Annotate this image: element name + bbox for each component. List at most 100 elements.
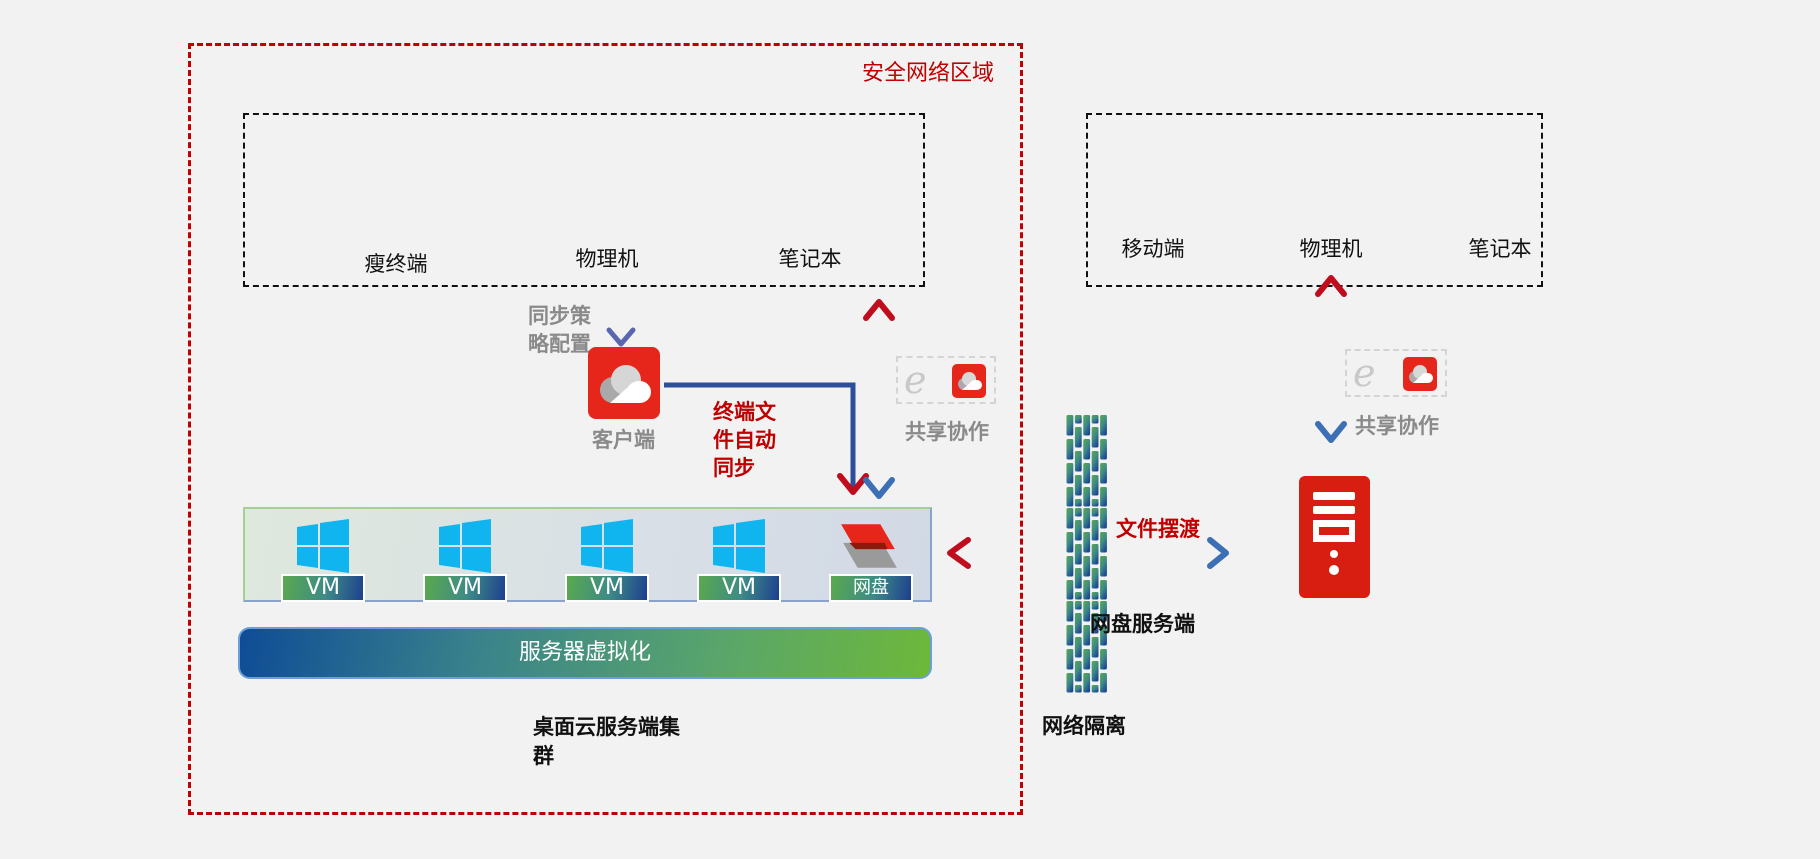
netdisk-server-label: 网盘服务端 [1090, 612, 1195, 636]
firewall-brick [1066, 601, 1074, 622]
firewall-brick [1074, 451, 1082, 472]
netdisk-label: 网盘 [829, 574, 913, 602]
vm-label: VM [423, 574, 507, 602]
secure-network-zone [188, 43, 1023, 815]
firewall-brick [1091, 568, 1099, 589]
vm-item[interactable]: VM [697, 515, 781, 602]
firewall-brick [1091, 427, 1099, 448]
vm-cluster: VM VM VM VM 网盘 [243, 507, 932, 602]
firewall-brick [1091, 613, 1099, 634]
firewall-brick [1100, 532, 1107, 553]
file-ferry-label: 文件摆渡 [1116, 517, 1200, 541]
firewall-brick [1100, 487, 1107, 507]
firewall-brick [1083, 673, 1091, 693]
secure-zone-label: 安全网络区域 [862, 61, 995, 86]
device-laptop-external: 笔记本 [1468, 237, 1532, 261]
firewall-brick [1083, 556, 1091, 577]
firewall-brick [1083, 508, 1091, 529]
device-physical-machine-external: 物理机 [1299, 237, 1363, 261]
firewall-brick [1100, 673, 1107, 693]
firewall-brick [1074, 601, 1082, 610]
firewall-brick [1083, 601, 1091, 622]
cloud-app-icon[interactable] [588, 347, 660, 419]
firewall-brick [1100, 439, 1107, 460]
firewall-brick [1074, 475, 1082, 496]
file-sync-arrow [664, 382, 869, 495]
firewall-brick [1083, 625, 1091, 646]
firewall-brick [1066, 532, 1074, 553]
cloud-app-icon [1403, 357, 1437, 391]
firewall-brick [1066, 625, 1074, 646]
ie-browser-icon: e [904, 358, 927, 402]
sync-label-line3: 同步 [713, 456, 755, 480]
share-collab-box-left: e [896, 356, 996, 404]
firewall-brick [1091, 637, 1099, 658]
policy-label-line2: 略配置 [528, 332, 591, 356]
firewall-brick [1074, 415, 1082, 424]
share-collab-box-right: e [1345, 349, 1447, 397]
netdisk-icon [841, 524, 897, 568]
firewall-brick [1066, 487, 1074, 507]
firewall-brick [1083, 463, 1091, 484]
ie-browser-icon: e [1353, 351, 1376, 395]
vm-label: VM [281, 574, 365, 602]
server-virtualization-bar: 服务器虚拟化 [238, 627, 932, 679]
vm-label: VM [697, 574, 781, 602]
firewall-brick [1083, 649, 1091, 670]
firewall-brick [1100, 649, 1107, 670]
vm-item[interactable]: VM [281, 515, 365, 602]
firewall-brick [1074, 427, 1082, 448]
firewall-brick [1100, 601, 1107, 622]
vm-label: VM [565, 574, 649, 602]
firewall-brick [1091, 508, 1099, 517]
client-label: 客户端 [592, 428, 655, 452]
firewall-brick [1100, 463, 1107, 484]
share-collab-label-left: 共享协作 [905, 420, 989, 444]
firewall-brick [1100, 580, 1107, 600]
share-bidirectional-arrow-left [863, 299, 895, 499]
firewall-brick [1091, 544, 1099, 565]
firewall-brick [1091, 520, 1099, 541]
firewall-brick [1074, 544, 1082, 565]
firewall-brick [1091, 601, 1099, 610]
firewall-brick [1091, 592, 1099, 600]
firewall-brick [1074, 508, 1082, 517]
firewall-brick [1066, 508, 1074, 529]
windows-icon [297, 519, 349, 573]
sync-label-line2: 件自动 [713, 428, 776, 452]
network-isolation-label: 网络隔离 [1042, 714, 1126, 738]
firewall-brick [1074, 520, 1082, 541]
share-bidirectional-arrow-right [1315, 275, 1347, 443]
firewall-brick [1074, 661, 1082, 682]
firewall-brick [1091, 415, 1099, 424]
device-physical-machine: 物理机 [575, 247, 639, 271]
firewall-brick [1066, 463, 1074, 484]
firewall-brick [1100, 508, 1107, 529]
firewall-brick [1091, 499, 1099, 507]
file-ferry-arrow [947, 537, 1229, 569]
firewall-icon [1066, 415, 1108, 695]
firewall-brick [1074, 592, 1082, 600]
firewall-brick [1083, 439, 1091, 460]
firewall-brick [1066, 556, 1074, 577]
firewall-brick [1091, 451, 1099, 472]
firewall-brick [1100, 625, 1107, 646]
policy-label-line1: 同步策 [528, 304, 591, 328]
firewall-brick [1074, 613, 1082, 634]
netdisk-item[interactable]: 网盘 [829, 515, 913, 602]
firewall-brick [1083, 415, 1091, 436]
firewall-brick [1091, 661, 1099, 682]
firewall-brick [1066, 439, 1074, 460]
server-icon[interactable] [1299, 476, 1370, 598]
vm-item[interactable]: VM [423, 515, 507, 602]
firewall-brick [1066, 415, 1074, 436]
device-laptop: 笔记本 [778, 247, 842, 271]
firewall-brick [1100, 556, 1107, 577]
firewall-brick [1091, 685, 1099, 693]
vm-item[interactable]: VM [565, 515, 649, 602]
policy-sync-arrow [606, 294, 636, 347]
device-mobile: 移动端 [1121, 237, 1185, 261]
share-collab-label-right: 共享协作 [1355, 414, 1439, 438]
firewall-brick [1083, 487, 1091, 507]
